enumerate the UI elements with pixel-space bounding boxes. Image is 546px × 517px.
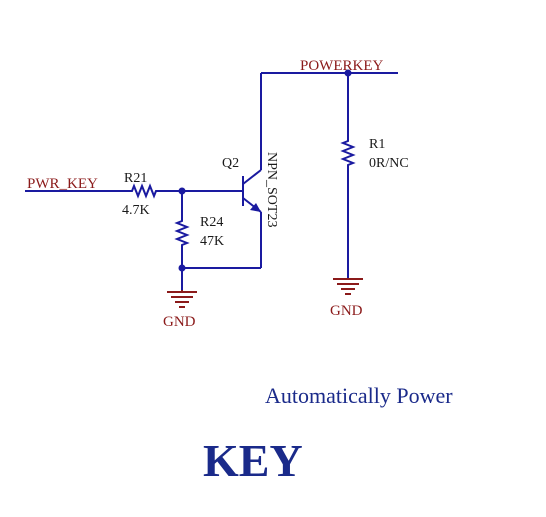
junction-dot	[178, 264, 186, 272]
caption: Automatically Power	[265, 383, 453, 408]
net-label-powerkey: POWERKEY	[300, 58, 383, 74]
junction-dot	[178, 187, 186, 195]
gnd-label-left: GND	[163, 314, 196, 330]
r21-ref: R21	[124, 171, 147, 186]
junction-dot	[344, 69, 352, 77]
gnd-symbol-left	[167, 290, 197, 308]
gnd-label-right: GND	[330, 303, 363, 319]
resistor-r21-symbol	[128, 183, 158, 199]
r24-value: 47K	[200, 234, 224, 249]
transistor-q2-collector	[242, 169, 262, 185]
r24-ref: R24	[200, 215, 223, 230]
q2-value: NPN_SOT23	[264, 152, 279, 227]
r21-value: 4.7K	[122, 203, 150, 218]
q2-ref: Q2	[222, 156, 239, 171]
r1-value: 0R/NC	[369, 156, 409, 171]
r1-ref: R1	[369, 137, 385, 152]
resistor-r24-symbol	[174, 218, 190, 246]
transistor-q2-emitter-arrow-icon	[250, 203, 261, 212]
page-title: KEY	[203, 435, 303, 486]
gnd-symbol-right	[333, 278, 363, 295]
net-label-pwr-key: PWR_KEY	[27, 176, 98, 192]
resistor-r1-symbol	[340, 138, 356, 168]
